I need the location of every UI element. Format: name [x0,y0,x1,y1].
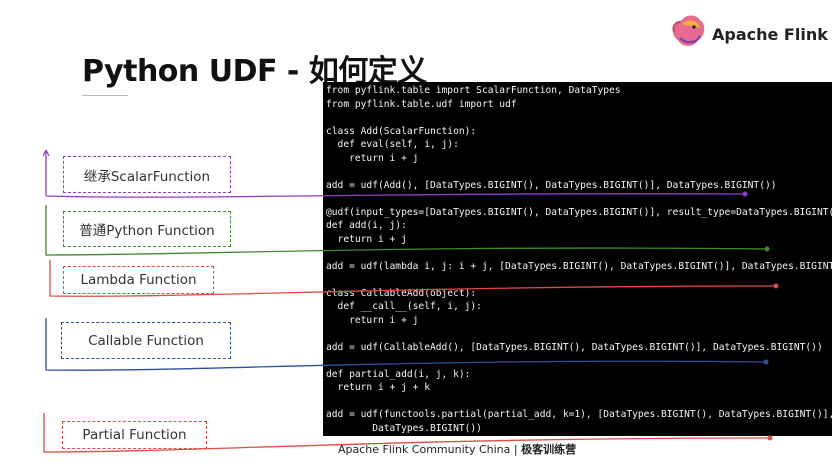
code-line: @udf(input_types=[DataTypes.BIGINT(), Da… [326,206,832,218]
code-line: return i + j [326,152,419,164]
footer-separator: | [510,443,522,456]
code-line: DataTypes.BIGINT()) [326,422,482,434]
code-line: add = udf(Add(), [DataTypes.BIGINT(), Da… [326,179,777,191]
code-line: from pyflink.table import ScalarFunction… [326,85,621,96]
label-python-function: 普通Python Function [63,211,231,247]
red-lambda-connector [49,260,777,297]
green-connector [45,205,768,256]
code-line: from pyflink.table.udf import udf [326,98,517,110]
footer: Apache Flink Community China | 极客训练营 [338,441,576,457]
purple-connector [45,150,746,198]
code-line: def partial_add(i, j, k): [326,368,471,380]
code-line: return i + j [326,314,419,326]
code-line: class CallableAdd(object): [326,287,477,299]
code-line: return i + j + k [326,382,430,393]
code-line: add = udf(functools.partial(partial_add,… [326,409,832,420]
code-line: class Add(ScalarFunction): [326,125,477,137]
code-line: def add(i, j): [326,220,407,231]
label-callable-function: Callable Function [61,322,231,359]
code-line: add = udf(CallableAdd(), [DataTypes.BIGI… [326,341,823,353]
code-line: add = udf(lambda i, j: i + j, [DataTypes… [326,260,832,272]
title-underline [82,95,128,96]
footer-camp: 极客训练营 [521,443,577,456]
code-line: def eval(self, i, j): [326,139,459,150]
label-lambda-function: Lambda Function [63,266,214,294]
footer-community: Apache Flink Community China [338,443,511,456]
label-partial-function: Partial Function [62,421,207,449]
label-scalar-function: 继承ScalarFunction [63,156,231,193]
flink-squirrel-logo-icon [672,15,705,46]
blue-connector [45,318,767,371]
code-line: def __call__(self, i, j): [326,301,482,312]
brand: Apache Flink [668,10,828,56]
brand-name: Apache Flink [712,25,828,44]
code-block: from pyflink.table import ScalarFunction… [323,82,832,436]
red-partial-connector [43,413,771,453]
code-line: return i + j [326,233,407,245]
